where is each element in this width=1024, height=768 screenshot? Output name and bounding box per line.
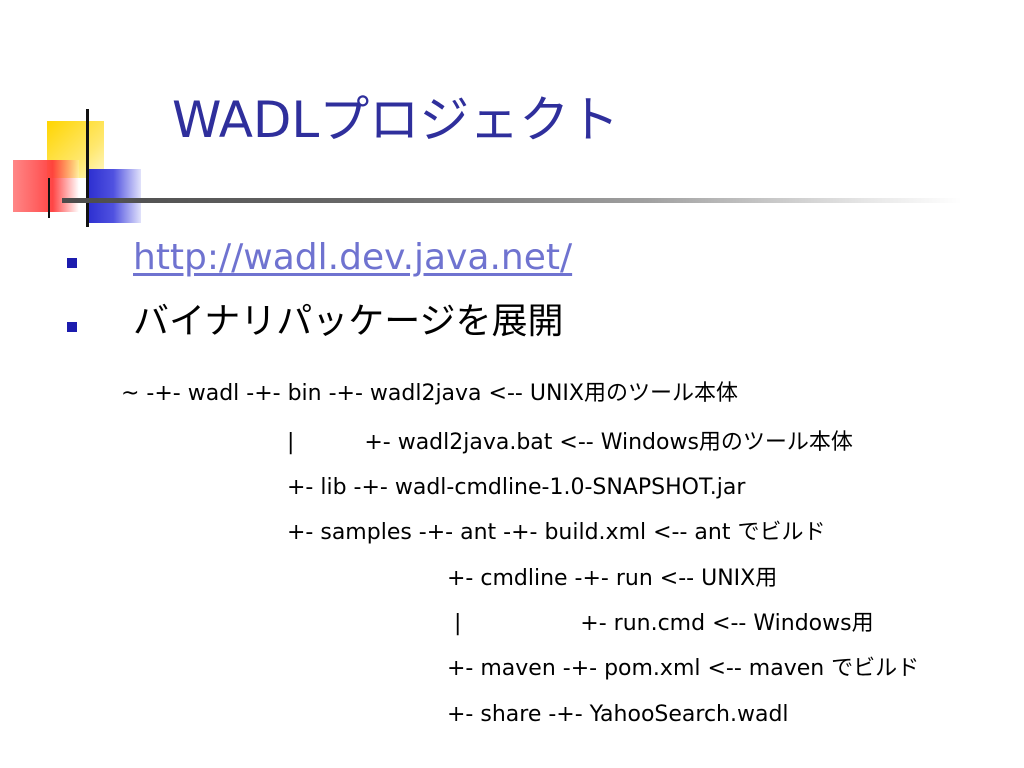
tree-line-bin: ~ -+- wadl -+- bin -+- wadl2java <-- UNI… [121, 381, 738, 406]
title-divider [62, 198, 962, 203]
slide-title: WADLプロジェクト [172, 91, 620, 149]
bullet-text-extract-package: バイナリパッケージを展開 [133, 301, 564, 342]
vertical-line-short [48, 178, 50, 218]
bullet-marker [67, 258, 77, 268]
tree-line-samples: +- samples -+- ant -+- build.xml <-- ant… [287, 520, 826, 545]
tree-line-run-cmd: | +- run.cmd <-- Windows用 [447, 611, 874, 636]
blue-square [86, 169, 141, 223]
tree-line-lib: +- lib -+- wadl-cmdline-1.0-SNAPSHOT.jar [287, 475, 746, 500]
tree-line-maven: +- maven -+- pom.xml <-- maven でビルド [447, 656, 920, 681]
tree-line-share: +- share -+- YahooSearch.wadl [447, 702, 789, 727]
vertical-line [86, 109, 89, 227]
bullet-marker [67, 322, 77, 332]
red-square [13, 160, 79, 212]
tree-line-cmdline: +- cmdline -+- run <-- UNIX用 [447, 566, 778, 591]
decorative-logo [0, 0, 160, 230]
wadl-project-link[interactable]: http://wadl.dev.java.net/ [133, 237, 573, 278]
tree-line-wadl2java-bat: | +- wadl2java.bat <-- Windows用のツール本体 [287, 430, 853, 455]
